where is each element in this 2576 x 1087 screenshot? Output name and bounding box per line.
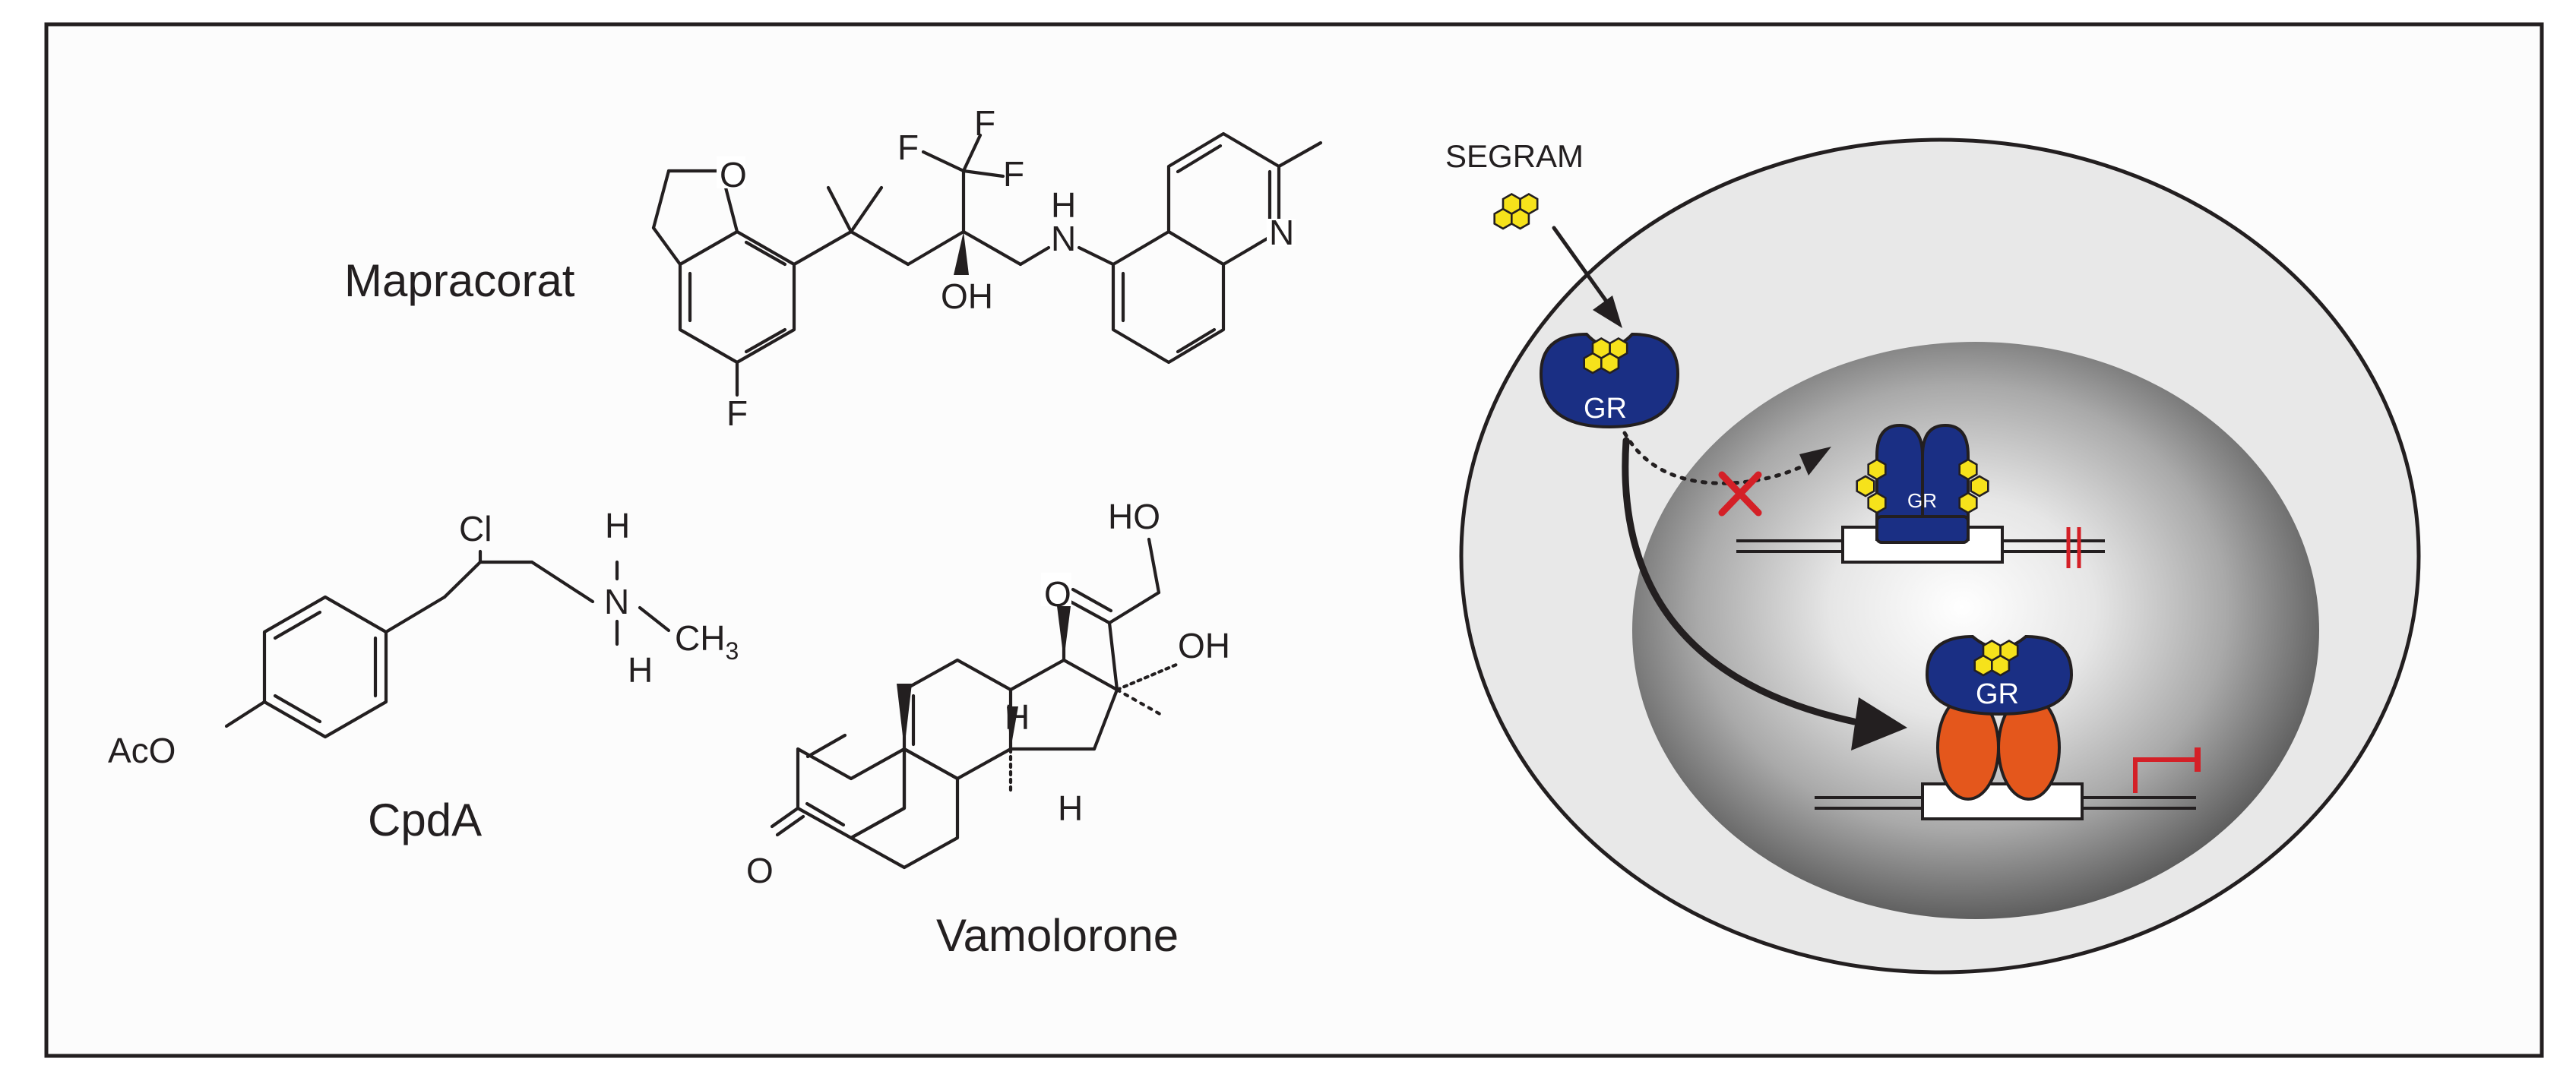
gr-tether-icon [1925, 634, 2074, 716]
mapracorat-structure [651, 131, 1323, 397]
promoter-arrow-icon [2133, 747, 2201, 793]
gr-to-nucleus-arrow [1622, 437, 1907, 750]
mapracorat-fluorine-3: F [1003, 154, 1024, 194]
mapracorat-atoms: O F F F F H N N OH Mapracorat [344, 103, 1294, 433]
vamolorone-c14-hydrogen: H [1058, 788, 1083, 828]
gr-receptor-icon [1539, 332, 1680, 429]
mapracorat-amine-nitrogen: N [1051, 219, 1076, 258]
vamolorone-ring-oxygen: O [746, 851, 774, 890]
vamolorone-keto-oxygen: O [1044, 574, 1071, 614]
block-cross-icon [1718, 471, 1762, 517]
vamolorone-terminal-hydroxyl: HO [1108, 497, 1160, 536]
cpda-hydrogen-top: H [605, 506, 630, 545]
mapracorat-name: Mapracorat [344, 255, 575, 306]
mapracorat-hydroxyl: OH [941, 276, 993, 316]
cpda-chlorine: Cl [459, 509, 492, 548]
cpda-nitrogen: N [604, 582, 629, 621]
gr-dimer-icon [1856, 423, 1989, 544]
segram-label: SEGRAM [1445, 138, 1584, 174]
cpda-hydrogen-bottom: H [628, 650, 653, 690]
cpda-methyl-subscript: 3 [725, 637, 739, 665]
mapracorat-aryl-fluorine: F [726, 393, 748, 433]
nucleus [1632, 342, 2319, 919]
cpda-name: CpdA [368, 795, 482, 845]
gr-tether-label: GR [1976, 678, 2019, 710]
vamolorone-c17-hydroxyl: OH [1178, 626, 1230, 665]
cpda-atoms: Cl H N H CH3 AcO CpdA [108, 506, 739, 845]
mapracorat-quinoline-nitrogen: N [1269, 213, 1294, 252]
mapracorat-amine-hydrogen: H [1051, 185, 1076, 225]
vamolorone-structure [770, 537, 1179, 870]
gr-cytoplasm-label: GR [1584, 393, 1627, 425]
vamolorone-c8-hydrogen: H [1005, 697, 1030, 737]
dna-lower [1815, 782, 2196, 820]
mapracorat-ring-oxygen: O [720, 155, 747, 194]
cpda-structure [224, 549, 671, 739]
vamolorone-name: Vamolorone [936, 910, 1179, 961]
vamolorone-atoms: HO O OH H H O Vamolorone [746, 497, 1230, 961]
mapracorat-fluorine-1: F [897, 128, 919, 167]
mapracorat-fluorine-2: F [974, 103, 995, 143]
cpda-acetoxy: AcO [108, 731, 176, 770]
gr-dimer-label: GR [1907, 489, 1937, 512]
cpda-methyl: CH3 [675, 618, 739, 665]
segram-to-gr-arrow [1552, 226, 1622, 328]
cpda-methyl-text: CH [675, 618, 725, 658]
